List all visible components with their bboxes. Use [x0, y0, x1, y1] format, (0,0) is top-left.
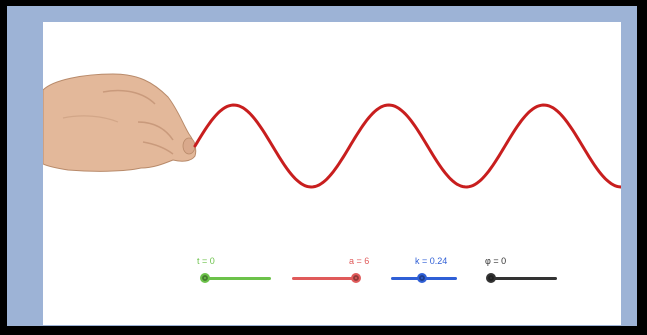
slider-phi-track[interactable] — [491, 277, 557, 280]
wave-canvas — [43, 73, 621, 189]
hand-icon — [43, 73, 197, 172]
applet-border: t = 0 a = 6 k = 0.24 φ = 0 — [7, 6, 640, 329]
slider-phi-knob[interactable] — [486, 273, 496, 283]
slider-t-track[interactable] — [205, 277, 271, 280]
slider-a-knob[interactable] — [351, 273, 361, 283]
slider-k-label: k = 0.24 — [415, 256, 448, 266]
slider-phi-label: φ = 0 — [485, 256, 507, 266]
slider-k-knob[interactable] — [417, 273, 427, 283]
slider-t-knob[interactable] — [200, 273, 210, 283]
slider-a-label: a = 6 — [349, 256, 370, 266]
wave-curve — [193, 103, 621, 189]
graphics-view: t = 0 a = 6 k = 0.24 φ = 0 — [43, 22, 621, 325]
slider-t-label: t = 0 — [197, 256, 215, 266]
slider-a-track[interactable] — [292, 277, 356, 280]
